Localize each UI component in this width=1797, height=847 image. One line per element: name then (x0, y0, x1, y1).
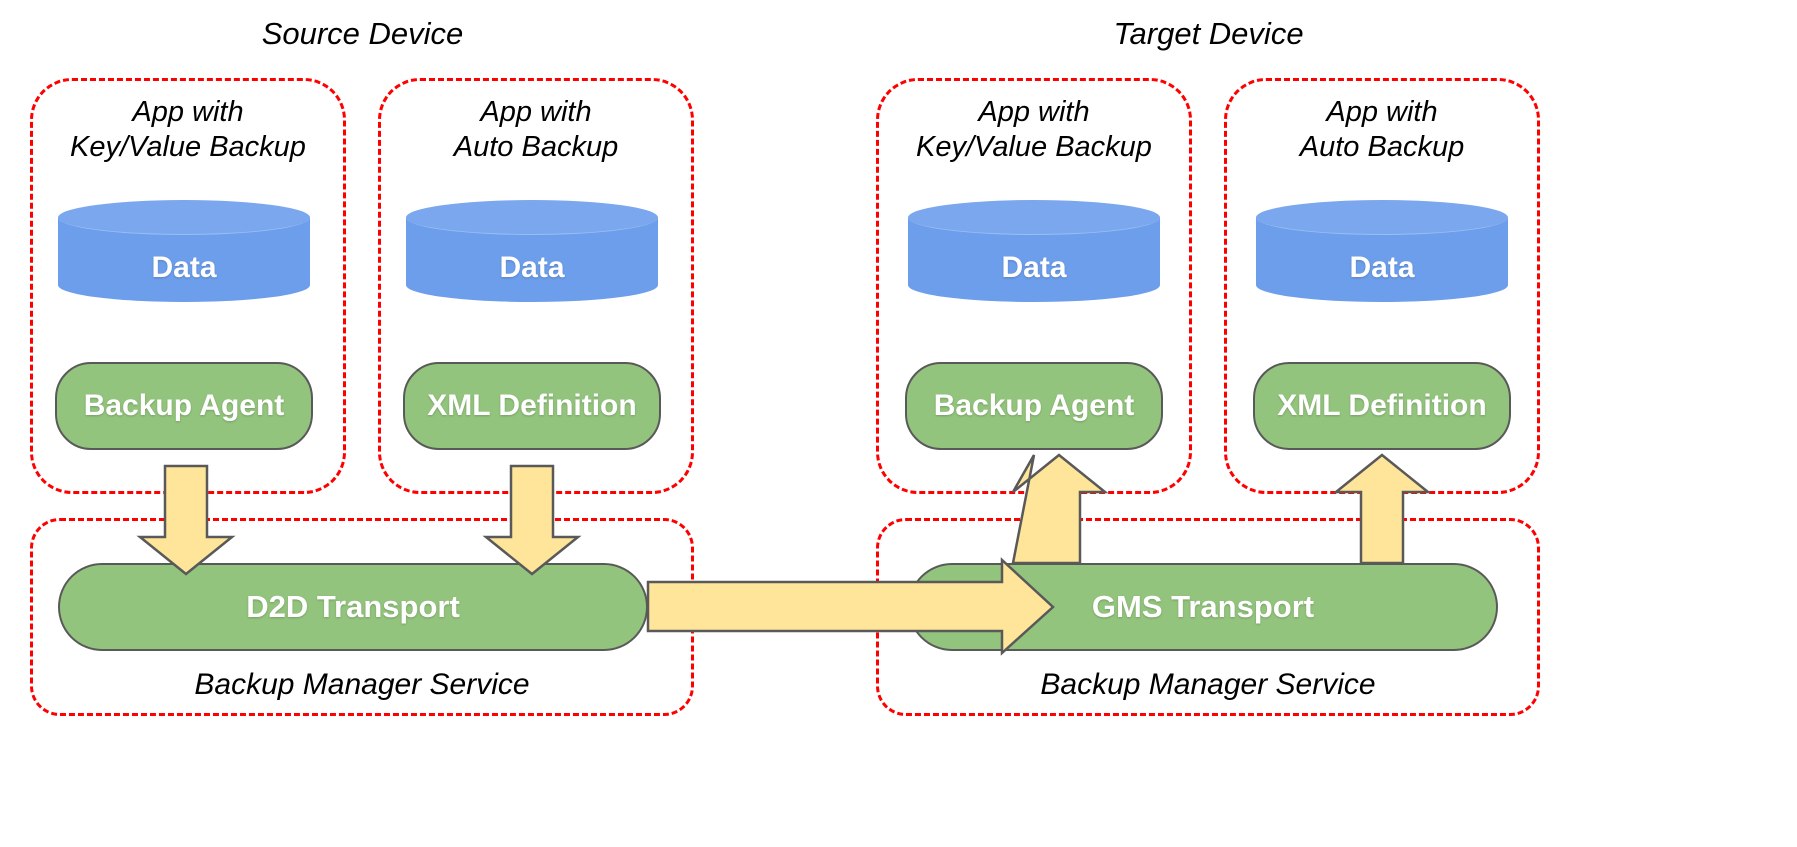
target-app-keyvalue-data-cylinder: Data (908, 200, 1160, 302)
target-backup-manager-service-caption: Backup Manager Service (1040, 668, 1376, 701)
source-device-title: Source Device (261, 16, 464, 51)
cylinder-label: Data (1349, 251, 1415, 284)
source-app-auto-data-cylinder: Data (406, 200, 658, 302)
cylinder-top (1256, 200, 1508, 235)
target-xml-definition-label: XML Definition (1277, 389, 1487, 422)
cylinder-label: Data (499, 251, 565, 284)
gms-transport-box[interactable]: GMS Transport (908, 563, 1498, 651)
source-app-keyvalue-data-cylinder: Data (58, 200, 310, 302)
gms-transport-label: GMS Transport (1091, 589, 1315, 624)
d2d-transport-box[interactable]: D2D Transport (58, 563, 648, 651)
cylinder-label: Data (1001, 251, 1067, 284)
target-app-keyvalue-label: App with Key/Value Backup (916, 96, 1152, 163)
cylinder-top (908, 200, 1160, 235)
cylinder-top (58, 200, 310, 235)
source-backup-manager-service-caption: Backup Manager Service (194, 668, 530, 701)
source-xml-definition-label: XML Definition (427, 389, 637, 422)
target-app-auto-data-cylinder: Data (1256, 200, 1508, 302)
cylinder-bottom (58, 268, 310, 302)
d2d-transport-label: D2D Transport (246, 589, 460, 624)
source-app-auto-label: App with Auto Backup (453, 96, 619, 163)
cylinder-label: Data (151, 251, 217, 284)
target-backup-agent-label: Backup Agent (933, 389, 1135, 422)
target-xml-definition-box[interactable]: XML Definition (1253, 362, 1511, 450)
cylinder-bottom (1256, 268, 1508, 302)
cylinder-top (406, 200, 658, 235)
target-backup-agent-box[interactable]: Backup Agent (905, 362, 1163, 450)
source-backup-agent-box[interactable]: Backup Agent (55, 362, 313, 450)
source-backup-agent-label: Backup Agent (83, 389, 285, 422)
cylinder-bottom (908, 268, 1160, 302)
source-app-keyvalue-label: App with Key/Value Backup (70, 96, 306, 163)
cylinder-bottom (406, 268, 658, 302)
target-app-auto-label: App with Auto Backup (1299, 96, 1465, 163)
target-device-title: Target Device (1113, 16, 1304, 51)
source-xml-definition-box[interactable]: XML Definition (403, 362, 661, 450)
